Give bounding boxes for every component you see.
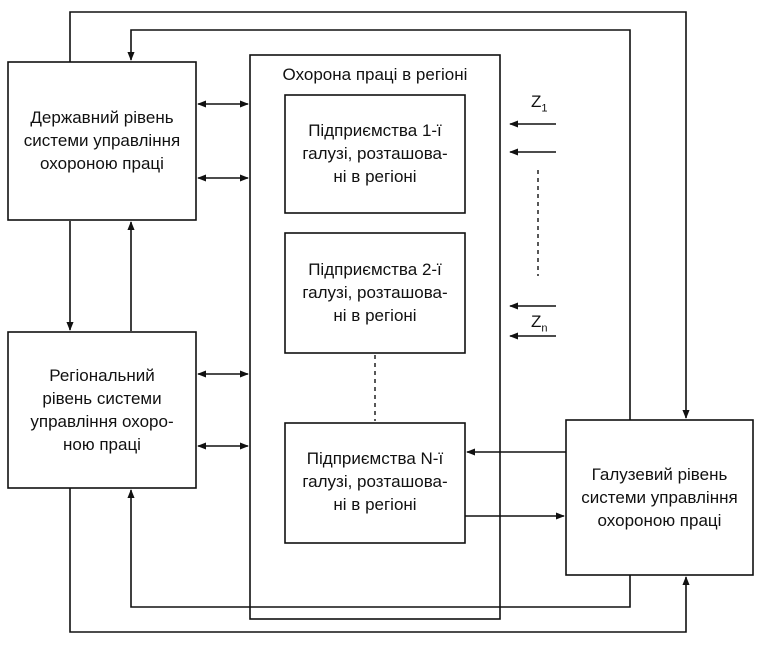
enterprise-2-label: Підприємства 2-ї галузі, розташова- ні в… bbox=[302, 260, 448, 325]
enterprise-1-box bbox=[284, 94, 466, 214]
loop-branch-to-regional bbox=[127, 489, 631, 608]
region-container-box bbox=[249, 54, 501, 620]
state-level-box bbox=[7, 61, 197, 221]
enterprise-1-label: Підприємства 1-ї галузі, розташова- ні в… bbox=[302, 121, 448, 186]
enterprise-2-box bbox=[284, 232, 466, 354]
state-level-label: Державний рівень системи управління охор… bbox=[23, 108, 181, 173]
regional-level-label: Регіональний рівень системи управління о… bbox=[30, 366, 174, 454]
enterprise-n-box bbox=[284, 422, 466, 544]
z1-symbol: Z1 bbox=[531, 92, 548, 115]
region-container-title: Охорона праці в регіоні bbox=[282, 65, 468, 84]
loop-branch-to-state bbox=[127, 29, 631, 420]
loop-state-to-branch bbox=[69, 11, 690, 419]
branch-level-label: Галузевий рівень системи управління охор… bbox=[581, 465, 738, 530]
regional-level-box bbox=[7, 331, 197, 489]
enterprise-n-label: Підприємства N-ї галузі, розташова- ні в… bbox=[302, 449, 448, 514]
zn-symbol: Zn bbox=[531, 312, 548, 335]
branch-level-box bbox=[565, 419, 754, 576]
loop-regional-to-branch bbox=[69, 488, 690, 633]
